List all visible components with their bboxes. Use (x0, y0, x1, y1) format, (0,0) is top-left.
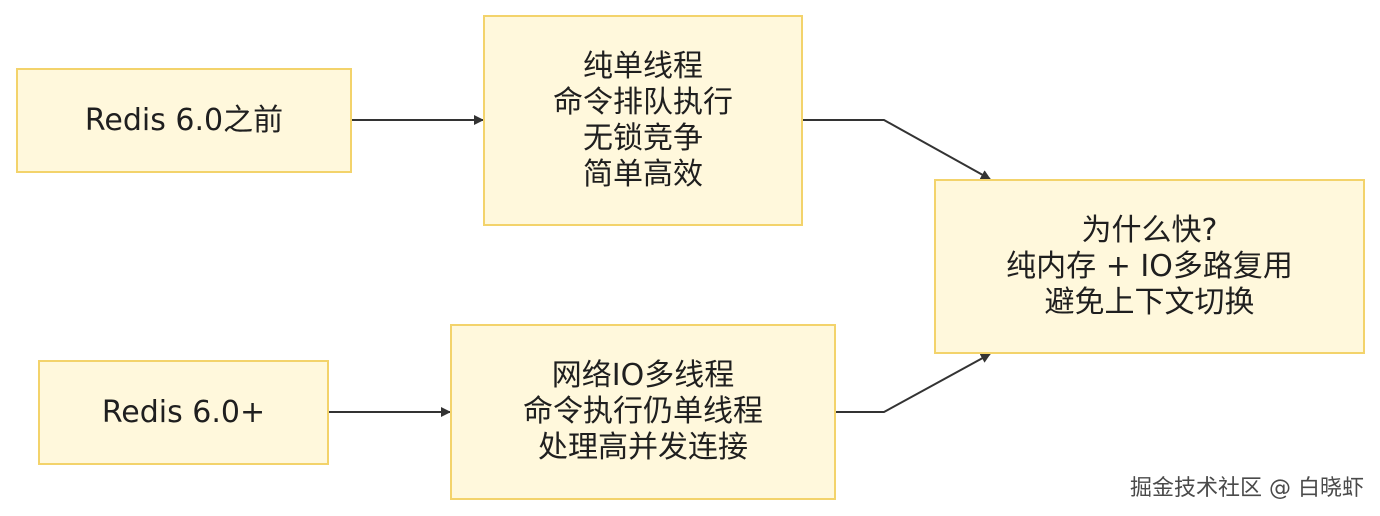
node-label-line: 处理高并发连接 (538, 430, 748, 465)
node-label-line: 网络IO多线程 (551, 358, 735, 393)
edge-multi-io-to-why-fast (836, 353, 991, 413)
node-redis-6-plus: Redis 6.0+ (38, 360, 329, 465)
node-label-line: 纯单线程 (583, 48, 703, 84)
node-redis-before-6: Redis 6.0之前 (16, 68, 352, 173)
node-label-line: Redis 6.0+ (101, 394, 266, 430)
node-label-line: 命令排队执行 (553, 84, 733, 120)
node-why-fast: 为什么快? 纯内存 + IO多路复用 避免上下文切换 (934, 179, 1365, 354)
node-label-line: 命令执行仍单线程 (523, 394, 763, 429)
node-multi-io-thread: 网络IO多线程 命令执行仍单线程 处理高并发连接 (450, 324, 836, 500)
node-single-thread: 纯单线程 命令排队执行 无锁竞争 简单高效 (483, 15, 803, 226)
node-label-line: 简单高效 (583, 156, 703, 192)
node-label-line: 为什么快? (1081, 212, 1218, 248)
node-label-line: Redis 6.0之前 (84, 102, 284, 138)
node-label-line: 避免上下文切换 (1044, 284, 1255, 320)
node-label-line: 纯内存 + IO多路复用 (1006, 248, 1293, 284)
edge-single-thread-to-why-fast (803, 119, 991, 180)
node-label-line: 无锁竞争 (583, 120, 703, 156)
watermark: 掘金技术社区 @ 白晓虾 (1130, 476, 1364, 501)
